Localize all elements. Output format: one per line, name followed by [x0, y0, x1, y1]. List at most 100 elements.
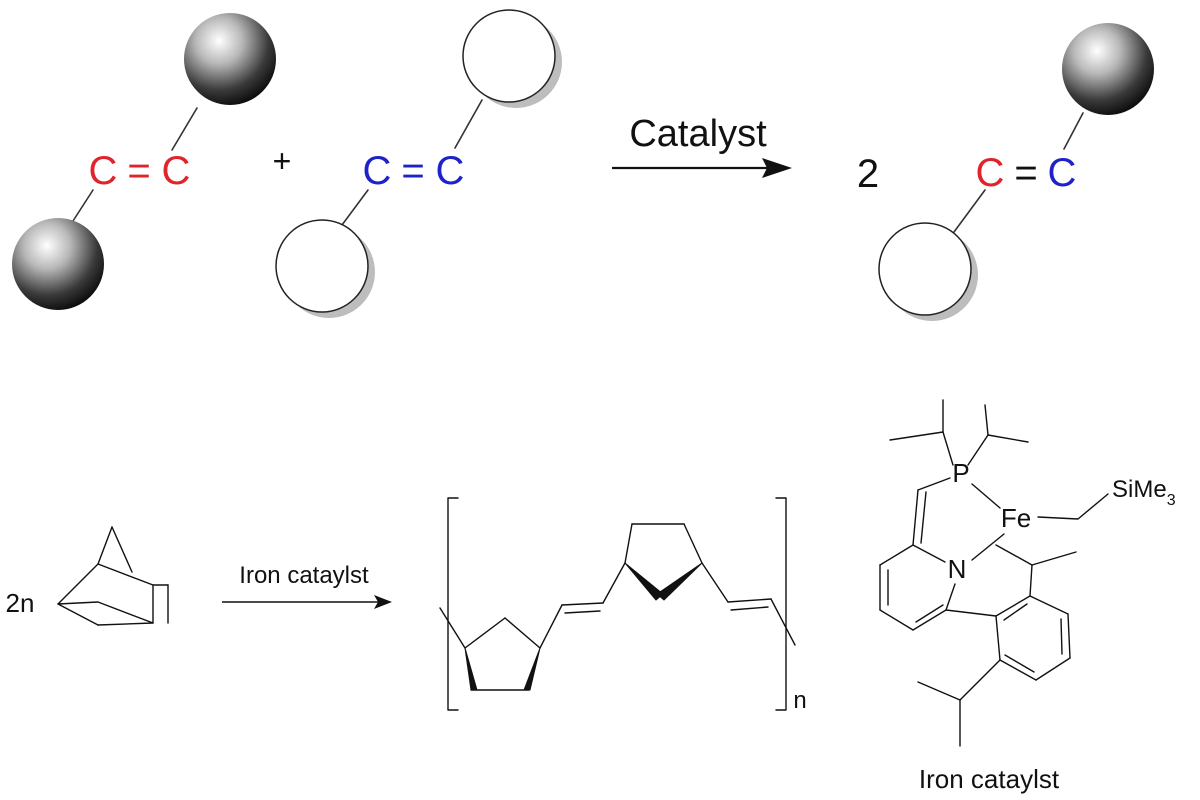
- open-ball: [878, 222, 972, 316]
- double-bond: =: [401, 149, 424, 193]
- iron-catalyst-structure: P Fe SiMe3 N: [879, 399, 1176, 794]
- polymer-repeat-unit: n: [439, 497, 807, 714]
- aryl-ring-double: [1004, 654, 1035, 673]
- aryl-ring-double: [1060, 618, 1063, 655]
- carbon-atom-left: C: [976, 151, 1005, 195]
- aryl-isopropyl-bond: [917, 681, 961, 701]
- carbon-atom-left: C: [89, 149, 118, 193]
- iron-atom: Fe: [1001, 503, 1031, 533]
- ring-bond: [624, 523, 633, 564]
- norbornene-structure: [57, 526, 169, 626]
- filled-ball-upper: [184, 13, 276, 105]
- vinylene-bond: [727, 598, 772, 603]
- aryl-ring-bond: [1067, 613, 1071, 659]
- aryl-ring-bond: [999, 659, 1037, 681]
- iron-alkyl-bond: [1037, 493, 1109, 520]
- methylene-double-inner: [920, 491, 927, 544]
- silyl-group: SiMe3: [1112, 476, 1176, 509]
- plus-sign: +: [273, 143, 292, 179]
- aryl-ring-double: [1003, 603, 1028, 621]
- pyridine-double: [915, 604, 944, 623]
- silyl-label: SiMe: [1112, 476, 1167, 503]
- silyl-subscript: 3: [1167, 492, 1176, 509]
- aryl-ring-bond: [995, 595, 1031, 617]
- left-bracket: [447, 497, 459, 711]
- lower-ring-bond-2: [97, 622, 154, 626]
- aryl-isopropyl-bond: [1031, 551, 1077, 566]
- end-bond-left: [439, 607, 466, 649]
- upper-substituent-bond: [171, 107, 198, 151]
- vinylene-double: [564, 610, 601, 614]
- isopropyl-bond: [967, 434, 989, 466]
- phosphorus-atom: P: [952, 458, 969, 488]
- chain-bond: [701, 562, 729, 603]
- stereo-wedge: [464, 647, 478, 691]
- reaction-arrow-top: Catalyst: [612, 113, 792, 178]
- open-ball-upper: [462, 9, 556, 103]
- pyridine-bond: [912, 609, 947, 631]
- stereo-wedge: [523, 647, 541, 691]
- ring-bond: [683, 523, 703, 564]
- ring-bond: [504, 617, 541, 649]
- chain-bond: [539, 604, 563, 649]
- carbon-atom-right: C: [436, 149, 465, 193]
- monomer-coefficient: 2n: [6, 588, 35, 618]
- upper-substituent-bond: [1063, 112, 1084, 150]
- chain-bond: [602, 562, 626, 604]
- open-ball-lower: [275, 219, 369, 313]
- reaction-arrow-bottom: Iron cataylst: [222, 562, 392, 609]
- pyridine-bond: [945, 583, 956, 611]
- bridge-bond-right: [111, 526, 133, 573]
- pyridine-bond: [912, 544, 946, 563]
- aryl-isopropyl-bond: [959, 659, 1001, 701]
- carbon-atom-right: C: [162, 149, 191, 193]
- p-iron-bond: [971, 483, 1001, 509]
- vinylene-bond: [561, 602, 604, 606]
- pyridine-bond: [879, 544, 914, 566]
- double-bond: =: [1014, 151, 1037, 195]
- arrow-label-iron-catalyst: Iron cataylst: [239, 562, 369, 589]
- stereo-wedge: [656, 562, 703, 601]
- vinylene-double: [730, 606, 769, 611]
- bridge-bond-left: [97, 526, 113, 565]
- lower-substituent-bond: [953, 189, 986, 233]
- reactant-2: C = C: [275, 9, 562, 318]
- aryl-isopropyl-bond: [1029, 564, 1033, 597]
- ring-bond: [464, 617, 506, 649]
- nitrogen-atom: N: [948, 554, 967, 584]
- right-bracket: [775, 497, 787, 711]
- filled-ball-lower: [12, 218, 104, 310]
- lower-ring-bond: [57, 603, 99, 626]
- methylene-double: [912, 489, 919, 546]
- norbornene-ring: [57, 563, 154, 624]
- aryl-bond: [945, 609, 997, 617]
- stereo-wedge: [624, 562, 664, 601]
- aryl-isopropyl-bond: [995, 544, 1033, 566]
- aryl-ring-bond: [1029, 595, 1069, 615]
- arrow-head: [762, 158, 792, 178]
- product: C = C: [878, 23, 1154, 321]
- end-bond-right: [770, 598, 796, 646]
- catalyst-caption: Iron cataylst: [919, 764, 1060, 794]
- upper-substituent-bond: [454, 99, 483, 149]
- arrow-label-catalyst: Catalyst: [629, 113, 767, 155]
- iron-nitrogen-bond: [971, 533, 1005, 561]
- isopropyl-bond: [942, 431, 954, 466]
- aryl-ring-bond: [1035, 657, 1071, 681]
- double-bond: =: [127, 149, 150, 193]
- pyridine-bond: [879, 609, 914, 631]
- arrow-head: [374, 595, 392, 609]
- p-carbon-bond: [917, 477, 951, 491]
- carbon-atom-right: C: [1048, 151, 1077, 195]
- repeat-subscript: n: [793, 687, 806, 714]
- isopropyl-bond: [889, 431, 944, 441]
- isopropyl-bond: [984, 404, 989, 436]
- filled-ball: [1062, 23, 1154, 115]
- aryl-ring-bond: [995, 615, 1001, 661]
- isopropyl-bond: [987, 434, 1029, 443]
- reactant-1: C = C: [12, 13, 276, 310]
- product-coefficient: 2: [857, 152, 879, 196]
- carbon-atom-left: C: [363, 149, 392, 193]
- lower-substituent-bond: [341, 189, 369, 226]
